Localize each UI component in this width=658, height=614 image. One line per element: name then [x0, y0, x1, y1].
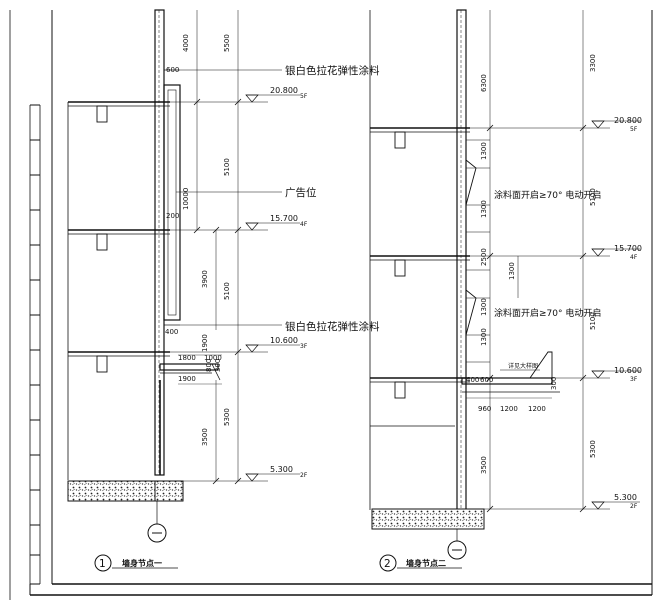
note-open-upper: 涂料面开启≥70° 电动开启 — [494, 189, 601, 201]
elev-r-5f: 20.800 — [614, 116, 642, 125]
dim-5100-lower: 5100 — [223, 282, 231, 300]
dim-10000: 10000 — [182, 188, 190, 210]
wall-detail-2 — [369, 9, 640, 572]
floor-r-5f: 5F — [630, 126, 638, 133]
dim-r-1200-a: 1200 — [500, 405, 518, 413]
dim-r-400: 400 — [466, 376, 479, 384]
dim-1300-a: 1300 — [480, 142, 488, 160]
dim-1300-c: 1300 — [508, 262, 516, 280]
floor-r-3f: 3F — [630, 376, 638, 383]
floor-5f: 5F — [300, 93, 308, 100]
elev-r-4f: 15.700 — [614, 244, 642, 253]
dim-200: 200 — [166, 212, 179, 220]
dim-800: 800 — [205, 359, 213, 372]
dim-5100-r-lower: 5100 — [589, 312, 597, 330]
dim-r-960: 960 — [478, 405, 491, 413]
elev-r-2f: 5.300 — [614, 493, 637, 502]
note-detail-ref: 详见大样图 — [508, 362, 538, 370]
elev-5f: 20.800 — [270, 86, 298, 95]
dim-5300: 5300 — [223, 408, 231, 426]
detail-1-labels: 4000 5500 5100 10000 3900 5100 1900 3500… — [99, 34, 380, 570]
dim-1300-d: 1300 — [480, 298, 488, 316]
dim-r-600: 600 — [480, 376, 493, 384]
dim-r-300: 300 — [550, 377, 558, 390]
elev-r-3f: 10.600 — [614, 366, 642, 375]
dim-400: 400 — [165, 328, 178, 336]
dim-1800: 1800 — [178, 354, 196, 362]
dim-1900-v: 1900 — [201, 334, 209, 352]
elev-3f: 10.600 — [270, 336, 298, 345]
floor-3f: 3F — [300, 343, 308, 350]
note-coating-upper: 银白色拉花弹性涂料 — [285, 64, 380, 77]
dim-1300-b: 1300 — [480, 200, 488, 218]
floor-r-2f: 2F — [630, 503, 638, 510]
caption-title: 墙身节点一 — [122, 558, 162, 568]
dim-5500: 5500 — [223, 34, 231, 52]
dim-4000: 4000 — [182, 34, 190, 52]
caption-2-title: 墙身节点二 — [406, 558, 446, 568]
dim-5100-upper: 5100 — [223, 158, 231, 176]
floor-r-4f: 4F — [630, 254, 638, 261]
dim-300: 300 — [214, 359, 222, 372]
note-coating-lower: 银白色拉花弹性涂料 — [285, 320, 380, 333]
note-open-lower: 涂料面开启≥70° 电动开启 — [494, 307, 601, 319]
dim-3900: 3900 — [201, 270, 209, 288]
dim-6300: 6300 — [480, 74, 488, 92]
caption-2-number: 2 — [384, 558, 391, 570]
dim-5300-r: 5300 — [589, 440, 597, 458]
sheet-frame — [9, 10, 653, 600]
floor-4f: 4F — [300, 221, 308, 228]
dim-5100-r-upper: 5100 — [589, 188, 597, 206]
floor-2f: 2F — [300, 472, 308, 479]
dim-1900-h: 1900 — [178, 375, 196, 383]
dim-1300-e: 1300 — [480, 328, 488, 346]
elev-2f: 5.300 — [270, 465, 293, 474]
dim-3500: 3500 — [201, 428, 209, 446]
wall-detail-1 — [67, 9, 300, 572]
elev-4f: 15.700 — [270, 214, 298, 223]
dim-3300: 3300 — [589, 54, 597, 72]
dim-2500: 2500 — [480, 248, 488, 266]
detail-2-labels: 3300 6300 1300 5100 1300 2500 1300 1300 … — [384, 54, 642, 570]
dim-3500-r: 3500 — [480, 456, 488, 474]
dim-600: 600 — [166, 66, 179, 74]
dim-r-1200-b: 1200 — [528, 405, 546, 413]
caption-number: 1 — [99, 558, 106, 570]
dim-1000: 1000 — [204, 354, 222, 362]
note-ad-space: 广告位 — [285, 186, 317, 199]
